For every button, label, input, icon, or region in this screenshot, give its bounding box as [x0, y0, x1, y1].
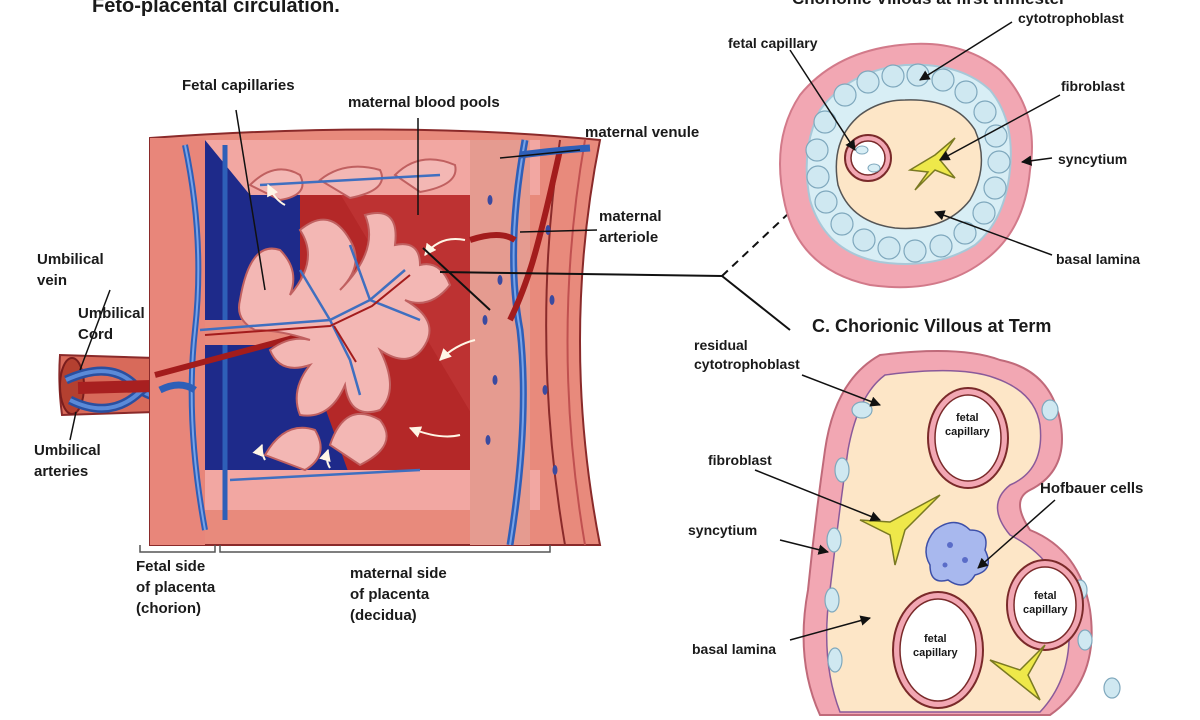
label-basal-lamina-b: basal lamina: [1056, 251, 1141, 267]
term-villous: [802, 350, 1121, 716]
label-maternal-blood-pools: maternal blood pools: [348, 94, 500, 111]
label-umbilical-cord: Umbilical Cord: [78, 305, 145, 343]
label-fibroblast-b: fibroblast: [1061, 78, 1125, 94]
hofbauer-cell: [925, 521, 990, 586]
term-fibroblast-cell-2: [989, 644, 1046, 701]
stroma: [835, 99, 983, 230]
label-maternal-arteriole: maternal arteriole: [599, 208, 662, 246]
fetal-side-bracket: [139, 545, 216, 553]
first-trimester-villous: [779, 42, 1033, 289]
villous-tree: [238, 158, 457, 472]
label-umbilical-vein: Umbilical vein: [37, 251, 104, 289]
label-maternal-venule: maternal venule: [585, 124, 700, 141]
placenta-section: [58, 128, 602, 553]
panel-c-title: C. Chorionic Villous at Term: [812, 316, 1052, 336]
label-term-capillary-3: fetal capillary: [913, 633, 958, 659]
label-syncytium-b: syncytium: [1058, 151, 1128, 167]
label-fetal-capillary: fetal capillary: [728, 35, 818, 51]
maternal-side-bracket: [219, 545, 551, 553]
label-term-capillary-2: fetal capillary: [1023, 590, 1068, 616]
label-cytotrophoblast: cytotrophoblast: [1018, 10, 1124, 26]
term-fibroblast-cell: [859, 494, 941, 566]
label-hofbauer-cells: Hofbauer cells: [1040, 480, 1144, 497]
label-fetal-side: Fetal side of placenta (chorion): [136, 558, 216, 617]
panel-b-title: Chorionic Villous at first trimester: [792, 0, 1066, 9]
label-term-capillary-1: fetal capillary: [945, 412, 990, 438]
label-umbilical-arteries: Umbilical arteries: [34, 442, 101, 480]
label-fibroblast-c: fibroblast: [708, 452, 772, 468]
label-residual-cytotrophoblast: residual cytotrophoblast: [694, 337, 800, 372]
page-title: Feto-placental circulation.: [92, 0, 340, 17]
label-basal-lamina-c: basal lamina: [692, 641, 777, 657]
label-maternal-side: maternal side of placenta (decidua): [350, 565, 447, 624]
label-fetal-capillaries: Fetal capillaries: [182, 77, 295, 94]
label-syncytium-c: syncytium: [688, 522, 758, 538]
